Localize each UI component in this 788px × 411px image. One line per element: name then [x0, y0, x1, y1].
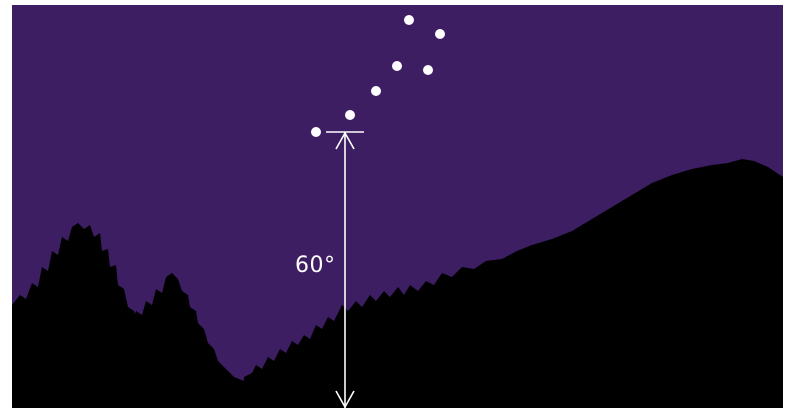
star — [404, 15, 414, 25]
star — [423, 65, 433, 75]
scene-illustration — [12, 5, 783, 408]
star — [311, 127, 321, 137]
star — [345, 110, 355, 120]
constellation — [311, 15, 445, 137]
altitude-indicator — [326, 131, 364, 408]
star — [435, 29, 445, 39]
arrowhead-down-icon — [335, 390, 355, 408]
treetops — [112, 321, 150, 408]
star — [392, 61, 402, 71]
arrowhead-up-icon — [335, 131, 355, 150]
mountain-ridge-silhouette — [242, 159, 783, 408]
pine-tree — [112, 273, 252, 408]
forest-silhouette — [12, 223, 252, 408]
star — [371, 86, 381, 96]
angle-label: 60° — [295, 253, 336, 278]
pine-tree — [12, 223, 142, 408]
night-sky-scene: 60° — [12, 5, 783, 408]
